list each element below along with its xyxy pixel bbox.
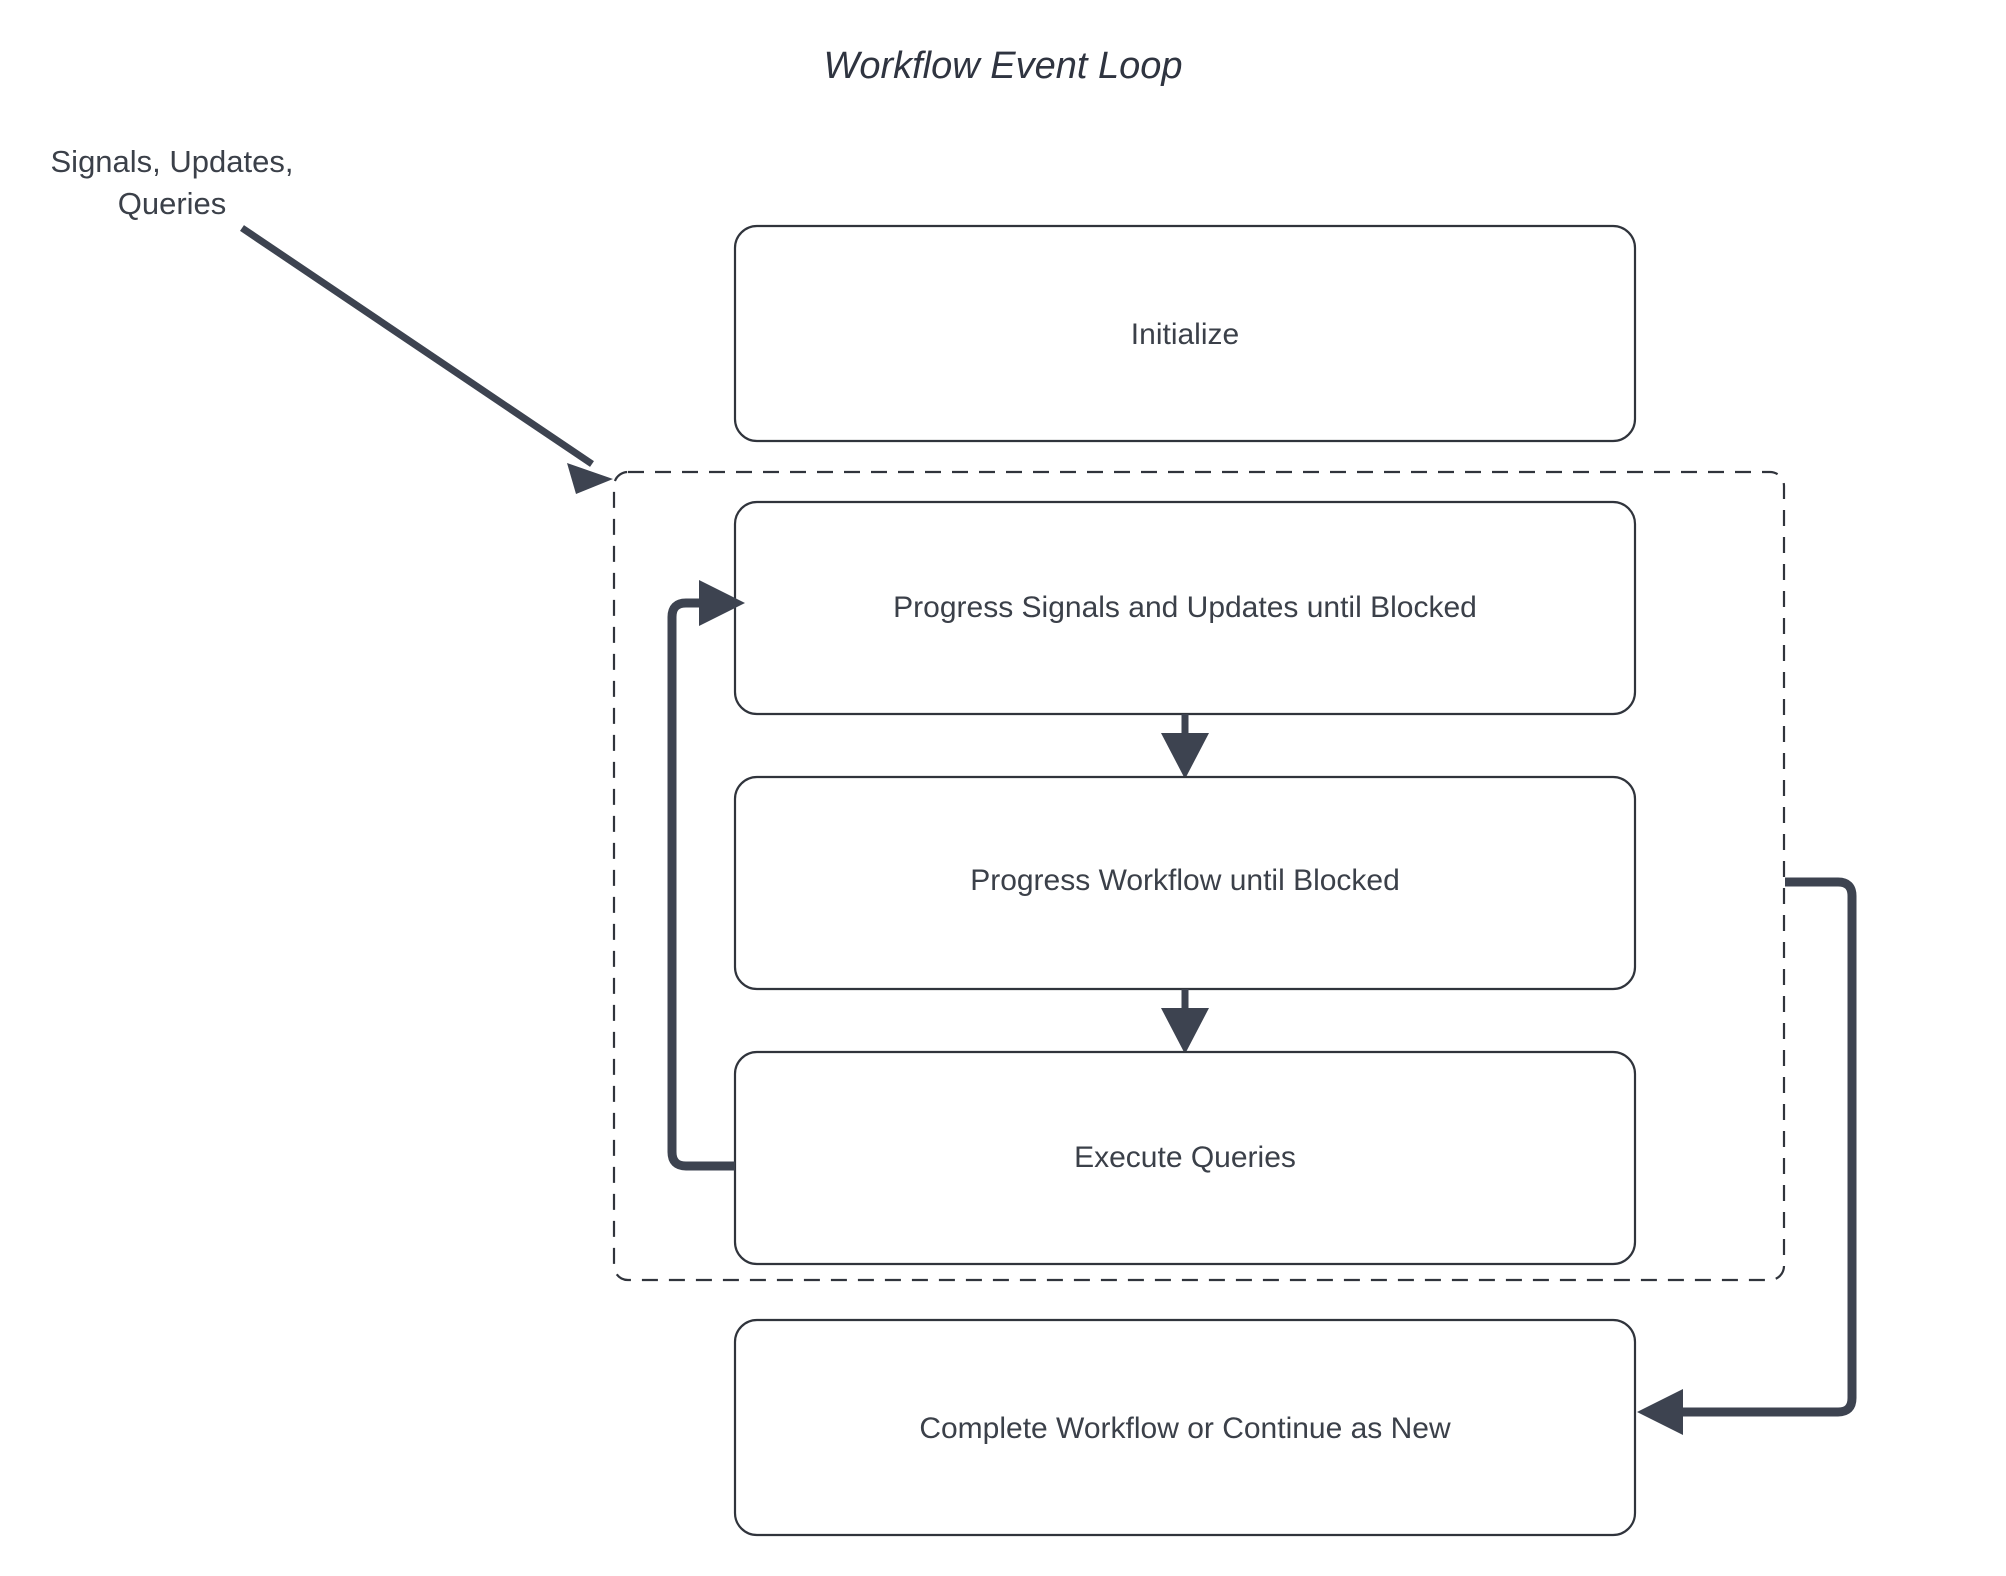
- node-initialize-label: Initialize: [1131, 318, 1239, 351]
- node-complete-workflow[interactable]: Complete Workflow or Continue as New: [733, 1318, 1637, 1537]
- edge-execute-queries-to-progress-signals: [667, 580, 745, 1171]
- arrow-head-icon: [699, 580, 745, 626]
- node-progress-workflow-label: Progress Workflow until Blocked: [970, 864, 1400, 897]
- arrow-head-icon: [567, 463, 613, 494]
- edge-progress-workflow-to-execute-queries: [1161, 989, 1209, 1054]
- node-initialize-box[interactable]: [733, 224, 1637, 443]
- node-complete-workflow-box[interactable]: [733, 1318, 1637, 1537]
- node-progress-signals-label: Progress Signals and Updates until Block…: [893, 591, 1477, 624]
- event-loop-group-box: [612, 470, 1786, 1282]
- node-complete-workflow-label: Complete Workflow or Continue as New: [919, 1412, 1451, 1445]
- arrow-head-icon: [1637, 1389, 1683, 1435]
- edge-external-input-to-loop: [240, 225, 613, 494]
- node-progress-signals[interactable]: Progress Signals and Updates until Block…: [733, 500, 1637, 716]
- page-title: Workflow Event Loop: [823, 45, 1182, 87]
- node-execute-queries-label: Execute Queries: [1074, 1141, 1296, 1174]
- external-input-label-line2: Queries: [118, 186, 227, 221]
- arrow-head-icon: [1161, 1008, 1209, 1054]
- node-progress-workflow[interactable]: Progress Workflow until Blocked: [733, 775, 1637, 991]
- edge-progress-signals-to-progress-workflow: [1161, 714, 1209, 779]
- node-initialize[interactable]: Initialize: [733, 224, 1637, 443]
- external-input-label-line1: Signals, Updates,: [51, 144, 294, 179]
- node-execute-queries-box[interactable]: [733, 1050, 1637, 1266]
- node-execute-queries[interactable]: Execute Queries: [733, 1050, 1637, 1266]
- arrow-head-icon: [1161, 733, 1209, 779]
- edge-loop-to-complete-workflow: [1637, 877, 1857, 1435]
